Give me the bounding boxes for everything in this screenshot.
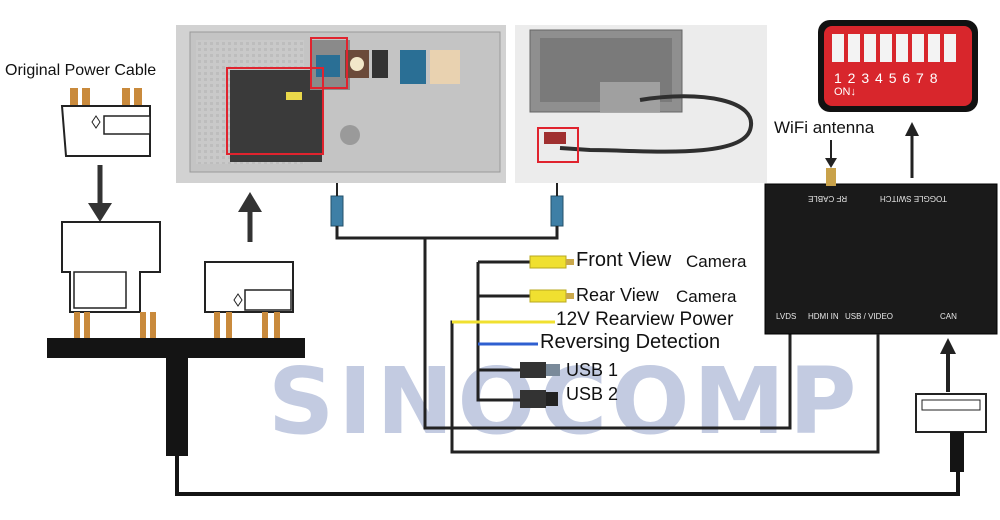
- front-camera-plug: [529, 255, 574, 269]
- vehicle-side-connector: [61, 221, 161, 338]
- original-power-cable-label: Original Power Cable: [5, 62, 157, 79]
- can-label: CAN: [940, 312, 957, 321]
- wifi-antenna-label: WiFi antenna: [774, 118, 875, 137]
- fakra-connector-right: [550, 183, 564, 227]
- dip-switch-on-label: ON↓: [834, 86, 856, 98]
- can-up-arrow: [940, 338, 956, 392]
- down-arrow: [88, 165, 112, 222]
- rear-camera-label: Camera: [676, 287, 737, 306]
- lvds-cable: [335, 226, 792, 430]
- t-harness-stem: [166, 356, 188, 456]
- original-power-connector: [60, 88, 151, 157]
- fakra-connector-left: [330, 183, 344, 227]
- adapter-connector: [204, 261, 294, 338]
- toggle-switch-label: TOGGLE SWITCH: [880, 194, 947, 203]
- rear-view-label: Rear View: [576, 285, 659, 305]
- watermark-text: SINOCOMP: [268, 348, 861, 455]
- hdmi-in-label: HDMI IN: [808, 312, 839, 321]
- up-arrow: [238, 192, 262, 242]
- rearview-power-label: 12V Rearview Power: [556, 309, 734, 330]
- interface-box: [764, 183, 998, 335]
- rear-camera-plug: [529, 289, 574, 303]
- reversing-detection-label: Reversing Detection: [540, 331, 721, 353]
- usb1-label: USB 1: [566, 360, 619, 380]
- camera-harness: [452, 260, 555, 402]
- front-view-label: Front View: [576, 249, 672, 271]
- head-unit-photo: [176, 25, 506, 183]
- t-harness-bar: [47, 338, 305, 358]
- lvds-label: LVDS: [776, 312, 797, 321]
- can-cable: [175, 456, 960, 496]
- usb2-plug: [520, 390, 558, 408]
- toggle-switch-arrow: [905, 122, 919, 178]
- usb2-label: USB 2: [566, 384, 619, 404]
- usb-video-label: USB / VIDEO: [845, 312, 894, 321]
- rf-cable-label: RF CABLE: [808, 194, 848, 203]
- can-connector: [915, 393, 987, 472]
- screen-photo: [515, 25, 767, 183]
- usb1-plug: [520, 362, 560, 378]
- front-camera-label: Camera: [686, 252, 747, 271]
- dip-switch: [818, 20, 978, 112]
- dip-switch-numbers: 1 2 3 4 5 6 7 8: [834, 70, 939, 86]
- wifi-antenna-connector: [825, 140, 837, 186]
